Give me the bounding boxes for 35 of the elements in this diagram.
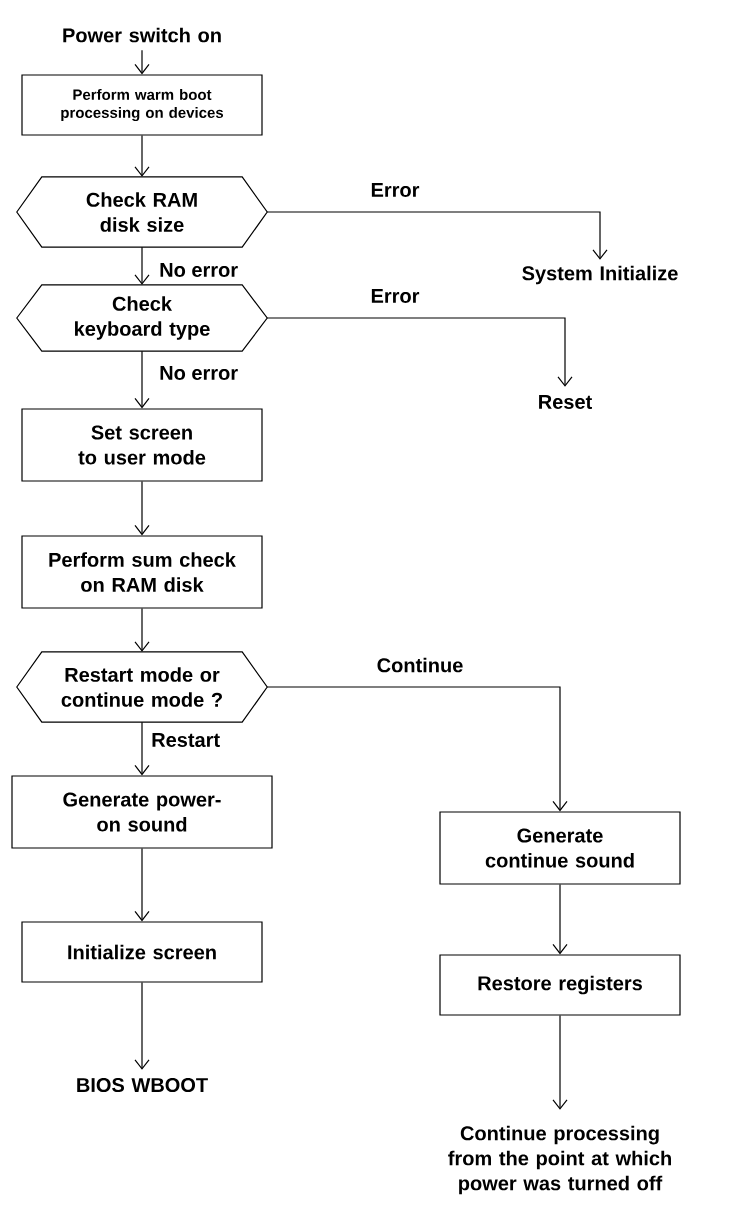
arrow xyxy=(552,884,568,955)
arrow xyxy=(134,721,150,776)
edge-label: Continue xyxy=(375,656,465,674)
process-box: Restore registers xyxy=(439,954,681,1016)
arrow xyxy=(134,848,150,922)
flow-text: BIOS WBOOT xyxy=(77,1077,208,1093)
process-box: Generate power-on sound xyxy=(11,775,273,849)
edge-label: No error xyxy=(158,262,240,278)
arrow xyxy=(134,982,150,1070)
arrow xyxy=(134,246,150,285)
flow-text: Reset xyxy=(539,395,592,409)
arrow xyxy=(266,686,568,812)
flow-text: Power switch on xyxy=(63,27,221,43)
edge-label: Error xyxy=(369,182,421,198)
arrow xyxy=(134,49,150,75)
arrow xyxy=(134,608,150,652)
edge-label: Restart xyxy=(150,732,222,748)
decision-hexagon: Check RAM disk size xyxy=(16,176,268,248)
arrow xyxy=(134,481,150,536)
process-box: Perform sum check on RAM disk xyxy=(21,535,263,609)
process-box: Initialize screen xyxy=(21,921,263,983)
edge-label: Error xyxy=(369,288,421,304)
arrow xyxy=(552,1015,568,1110)
flow-text: Continue processing from the point at which power was turned off xyxy=(448,1125,671,1195)
process-box: Perform warm boot processing on devices xyxy=(21,74,263,136)
decision-hexagon: Restart mode or continue mode ? xyxy=(16,651,268,723)
flow-text: System Initialize xyxy=(522,265,678,285)
process-box: Set screen to user mode xyxy=(21,408,263,482)
decision-hexagon: Check keyboard type xyxy=(16,284,268,352)
arrow xyxy=(134,350,150,409)
process-box: Generate continue sound xyxy=(439,811,681,885)
arrow xyxy=(134,135,150,177)
edge-label: No error xyxy=(158,365,240,381)
arrow xyxy=(266,211,608,260)
arrow xyxy=(266,317,573,387)
